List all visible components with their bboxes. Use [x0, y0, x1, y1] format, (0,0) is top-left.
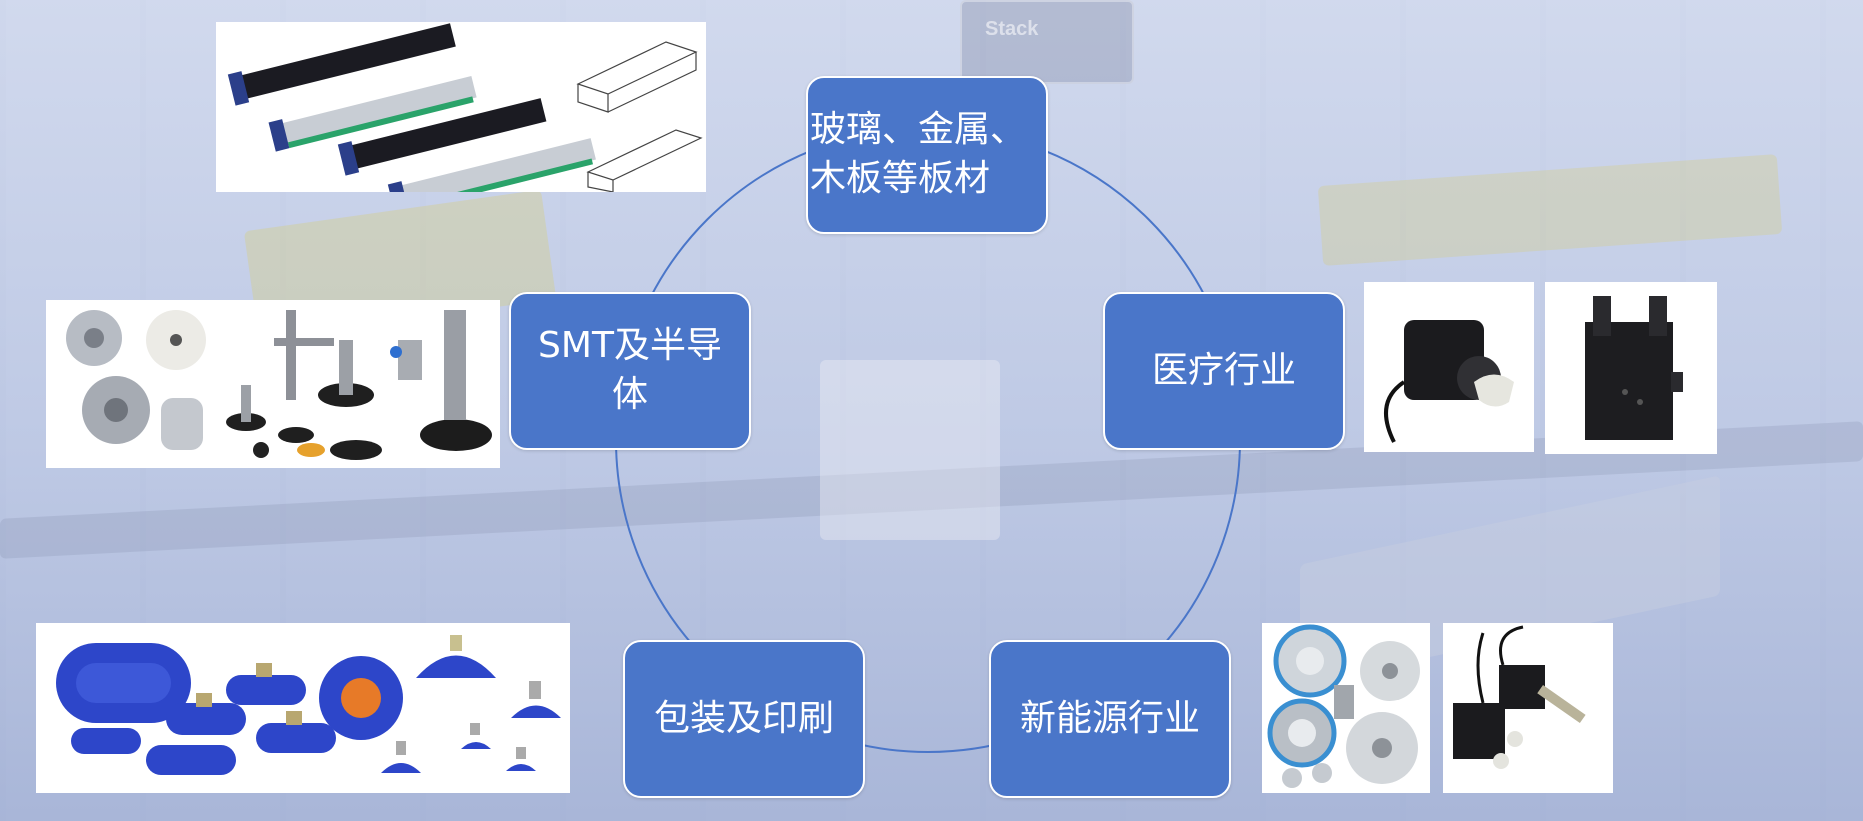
gripper-icon [1453, 625, 1586, 769]
background-machine [820, 360, 1000, 540]
smt-suction-icon [66, 310, 492, 460]
node-packaging-printing: 包装及印刷 [623, 640, 865, 798]
product-image-panel-grippers [216, 22, 706, 192]
node-new-energy-label: 新能源行业 [1019, 697, 1200, 739]
node-panel-materials: 玻璃、金属、 木板等板材 [806, 76, 1048, 234]
product-image-new-energy-2 [1443, 623, 1613, 793]
panel-gripper-icon [227, 23, 703, 192]
product-image-blue-suction-cups [36, 623, 570, 793]
product-image-smt-components [46, 300, 500, 468]
product-image-new-energy-1 [1262, 623, 1430, 793]
background-sign-text: Stack [985, 18, 1039, 40]
blue-suction-cup-icon [56, 635, 561, 775]
product-image-medical-1 [1364, 282, 1534, 452]
node-packaging-printing-label: 包装及印刷 [653, 697, 834, 739]
medical-gripper-icon-2 [1585, 296, 1683, 440]
vacuum-chuck-icon [1267, 624, 1420, 788]
node-new-energy: 新能源行业 [989, 640, 1231, 798]
medical-gripper-icon [1384, 320, 1514, 443]
node-smt-semiconductor: SMT及半导 体 [509, 292, 751, 450]
node-medical: 医疗行业 [1103, 292, 1345, 450]
node-panel-materials-label: 玻璃、金属、 木板等板材 [810, 109, 1027, 199]
node-medical-label: 医疗行业 [1151, 349, 1296, 391]
node-smt-semiconductor-label: SMT及半导 体 [538, 325, 722, 415]
product-image-medical-2 [1545, 282, 1717, 454]
background-sign [960, 0, 1134, 84]
